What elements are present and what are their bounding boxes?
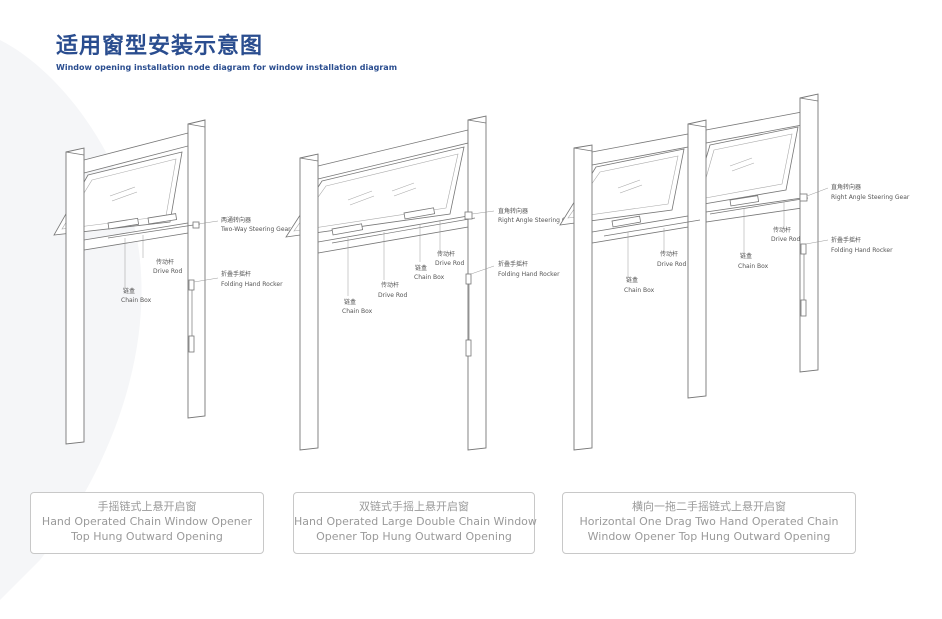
caption-2-en-line2: Opener Top Hung Outward Opening [316, 530, 512, 543]
d3-chainbox2-en: Chain Box [624, 287, 655, 294]
caption-2-en-line1: Hand Operated Large Double Chain Window [294, 515, 537, 528]
caption-3-en-line2: Window Opener Top Hung Outward Opening [587, 530, 831, 543]
d2-rocker-en: Folding Hand Rocker [498, 271, 560, 278]
d2-driverod-en: Drive Rod [435, 260, 464, 267]
d2-driverod2-cn: 传动杆 [381, 281, 399, 289]
caption-box-2: 双链式手摇上悬开启窗 Hand Operated Large Double Ch… [293, 492, 537, 554]
d1-driverod-cn: 传动杆 [156, 258, 174, 266]
d2-steering-cn: 直角转向器 [498, 207, 528, 215]
page-subtitle: Window opening installation node diagram… [56, 63, 398, 72]
d2-rocker-cn: 折叠手摇杆 [498, 260, 528, 268]
page-title: 适用窗型安装示意图 [56, 34, 264, 59]
d3-steering-en: Right Angle Steering Gear [831, 194, 910, 201]
d2-driverod2-en: Drive Rod [378, 292, 407, 299]
caption-3-cn: 横向一拖二手摇链式上悬开启窗 [632, 500, 786, 513]
d3-driverod2-en: Drive Rod [657, 261, 686, 268]
d2-chainbox1-cn: 链盒 [415, 264, 427, 272]
d1-rocker-cn: 折叠手摇杆 [221, 270, 251, 278]
caption-1-cn: 手摇链式上悬开启窗 [97, 500, 197, 513]
d1-chainbox-en: Chain Box [121, 297, 152, 304]
d2-steering-en: Right Angle Steering Gear [498, 217, 577, 224]
d1-driverod-en: Drive Rod [153, 268, 182, 275]
d1-steering-en: Two-Way Steering Gear [220, 226, 291, 233]
caption-1-en-line1: Hand Operated Chain Window Opener [41, 515, 253, 528]
d3-chainbox1-cn: 链盒 [740, 252, 752, 260]
d3-driverod-cn: 传动杆 [773, 226, 791, 234]
d1-rocker-en: Folding Hand Rocker [221, 281, 283, 288]
d2-chainbox2-en: Chain Box [342, 308, 373, 315]
caption-3-en-line1: Horizontal One Drag Two Hand Operated Ch… [579, 515, 839, 528]
d1-steering-cn: 两通转向器 [221, 216, 251, 224]
d3-rocker-en: Folding Hand Rocker [831, 247, 893, 254]
d3-steering-cn: 直角转向器 [831, 183, 861, 191]
d3-driverod2-cn: 传动杆 [660, 250, 678, 258]
diagram-3-horizontal-one-drag-two: 直角转向器 Right Angle Steering Gear 传动杆 Driv… [559, 93, 910, 451]
caption-1-en-line2: Top Hung Outward Opening [71, 530, 223, 543]
chain-box-icon [107, 217, 140, 230]
caption-box-1: 手摇链式上悬开启窗 Hand Operated Chain Window Ope… [30, 492, 264, 554]
d3-driverod-en: Drive Rod [771, 236, 800, 243]
d2-chainbox1-en: Chain Box [414, 274, 445, 281]
hand-rocker-icon [188, 279, 195, 291]
diagram-2-double-chain: 直角转向器 Right Angle Steering Gear 折叠手摇杆 Fo… [285, 115, 577, 451]
steering-gear-icon [192, 221, 200, 229]
d3-chainbox2-cn: 链盒 [626, 276, 638, 284]
caption-box-3: 横向一拖二手摇链式上悬开启窗 Horizontal One Drag Two H… [562, 492, 856, 554]
d2-chainbox2-cn: 链盒 [344, 298, 356, 306]
d1-chainbox-cn: 链盒 [123, 287, 135, 295]
caption-2-cn: 双链式手摇上悬开启窗 [359, 500, 469, 513]
d2-driverod-cn: 传动杆 [437, 250, 455, 258]
diagram-1-single-chain: 两通转向器 Two-Way Steering Gear 传动杆 Drive Ro… [53, 119, 291, 445]
d3-chainbox1-en: Chain Box [738, 263, 769, 270]
d3-rocker-cn: 折叠手摇杆 [831, 236, 861, 244]
